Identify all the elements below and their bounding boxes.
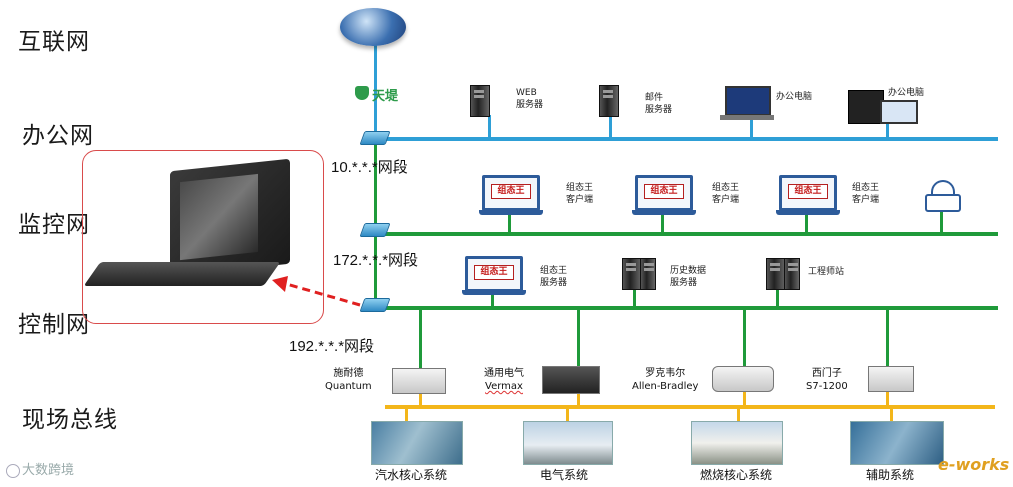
zone-label-office: 办公网 [22, 123, 94, 149]
field-drop-line [566, 408, 569, 422]
drop-line [633, 290, 636, 308]
drop-line [886, 120, 889, 139]
segment-label-monitor: 172.*.*.*网段 [333, 252, 419, 269]
control-bus-line [372, 306, 998, 310]
scada-client2-label: 组态王客户端 [712, 183, 740, 205]
wifi-signal-icon [931, 180, 955, 194]
monitor-bus-line [372, 232, 998, 236]
steam-system-photo [371, 421, 463, 465]
scada-client1-base-icon [479, 210, 543, 215]
drop-line [805, 214, 808, 234]
wireless-router-icon [925, 194, 961, 212]
firewall-shield-icon [355, 86, 369, 100]
scada-server-label: 组态王服务器 [540, 266, 568, 288]
keyboard-icon [720, 115, 774, 120]
history-server-label: 历史数据服务器 [670, 266, 707, 288]
field-drop-line [577, 392, 580, 406]
history-server-icon-2 [640, 258, 656, 290]
field-drop-line [405, 408, 408, 422]
office-pc2-label: 办公电脑 [888, 88, 925, 98]
auxiliary-system-photo [850, 421, 944, 465]
device-highlight-frame [82, 150, 324, 324]
system-label-auxiliary: 辅助系统 [866, 468, 915, 482]
drop-line [776, 290, 779, 308]
office-pc2-screen-icon [880, 100, 918, 124]
electrical-system-photo [523, 421, 613, 465]
drop-line [419, 308, 422, 368]
field-drop-line [419, 392, 422, 406]
system-label-electrical: 电气系统 [540, 468, 589, 482]
drop-line [488, 115, 491, 139]
field-bus-line [385, 405, 995, 409]
firewall-label: 天堤 [372, 89, 399, 104]
watermark-logo-icon [6, 463, 20, 478]
scada-client2-monitor-icon: 组态王 [635, 175, 693, 211]
scada-server-base-icon [462, 290, 526, 295]
globe-icon [340, 8, 406, 46]
plc-allen-bradley-icon [712, 366, 774, 392]
watermark-left: 大数跨境 [6, 459, 74, 478]
scada-client3-base-icon [776, 210, 840, 215]
segment-label-office: 10.*.*.*网段 [331, 159, 408, 176]
plc-s7-1200-icon [868, 366, 914, 392]
scada-server-monitor-icon: 组态王 [465, 256, 523, 292]
zone-label-control: 控制网 [18, 312, 90, 338]
office-pc2-icon [848, 90, 884, 124]
segment-label-control: 192.*.*.*网段 [289, 338, 375, 355]
scada-client1-monitor-icon: 组态王 [482, 175, 540, 211]
drop-line [661, 214, 664, 234]
drop-line [508, 214, 511, 234]
mail-server-label: 邮件服务器 [645, 93, 673, 115]
scada-client2-base-icon [632, 210, 696, 215]
scada-client3-monitor-icon: 组态王 [779, 175, 837, 211]
system-label-steam: 汽水核心系统 [375, 468, 448, 482]
drop-line [577, 308, 580, 368]
office-bus-line [372, 137, 998, 141]
drop-line [743, 308, 746, 368]
watermark-right: e-works [938, 455, 1010, 474]
scada-client3-label: 组态王客户端 [852, 183, 880, 205]
web-server-icon [470, 85, 490, 117]
field-drop-line [743, 390, 746, 406]
combustion-system-photo [691, 421, 783, 465]
mail-server-icon [599, 85, 619, 117]
field-drop-line [890, 408, 893, 422]
zone-label-fieldbus: 现场总线 [22, 407, 118, 433]
field-drop-line [886, 390, 889, 406]
system-label-combustion: 燃烧核心系统 [700, 468, 773, 482]
field-drop-line [737, 408, 740, 422]
drop-line [609, 115, 612, 139]
drop-line [491, 293, 494, 308]
office-pc-label: 办公电脑 [776, 92, 813, 102]
plc-vermax-icon [542, 366, 600, 394]
zone-label-monitor: 监控网 [18, 212, 90, 238]
eng-station-label: 工程师站 [808, 267, 845, 277]
drop-line [886, 308, 889, 366]
drop-line [940, 208, 943, 234]
plc-quantum-icon [392, 368, 446, 394]
eng-station-icon-2 [784, 258, 800, 290]
scada-client1-label: 组态王客户端 [566, 183, 594, 205]
drop-line [750, 118, 753, 139]
zone-label-internet: 互联网 [18, 29, 90, 55]
